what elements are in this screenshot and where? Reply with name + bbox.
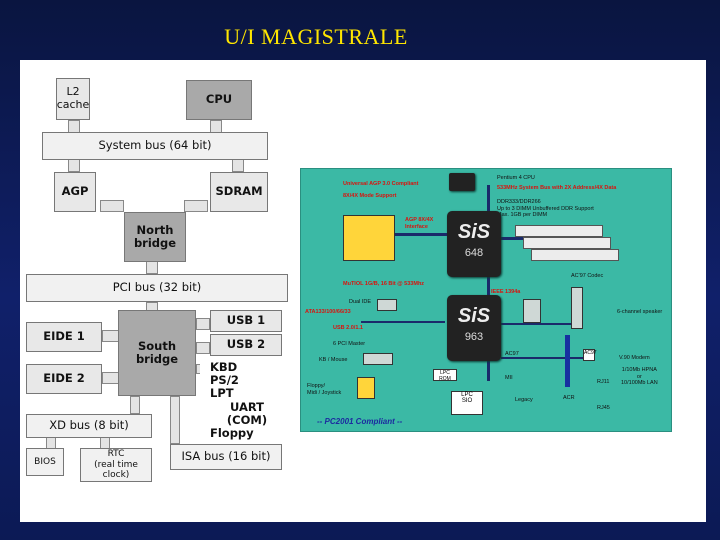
isa-bus: ISA bus (16 bit) bbox=[170, 444, 282, 470]
cpu-block: CPU bbox=[186, 80, 252, 120]
eide2-block: EIDE 2 bbox=[26, 364, 102, 394]
south-bridge-block: South bridge bbox=[118, 310, 196, 396]
north-bridge-block: North bridge bbox=[124, 212, 186, 262]
legacy-io-list: KBD PS/2 LPT UART (COM) Floppy bbox=[200, 358, 284, 440]
sdram-block: SDRAM bbox=[210, 172, 268, 212]
pci-bus: PCI bus (32 bit) bbox=[26, 274, 288, 302]
dimm-1 bbox=[515, 225, 603, 237]
system-bus: System bus (64 bit) bbox=[42, 132, 268, 160]
legacy-floppy: Floppy bbox=[210, 426, 254, 441]
fsb-text: 533MHz System Bus with 2X Address/4X Dat… bbox=[497, 185, 617, 191]
acr-riser bbox=[565, 335, 570, 387]
ata-text: ATA133/100/66/33 bbox=[305, 309, 351, 315]
north-chip-number: 648 bbox=[464, 247, 484, 259]
xd-bus: XD bus (8 bit) bbox=[26, 414, 152, 438]
rj11-text: RJ11 bbox=[597, 379, 610, 385]
acr-chip-text: AC97 bbox=[583, 349, 597, 361]
usb1-block: USB 1 bbox=[210, 310, 282, 332]
floppy-text: Floppy/ Midi / Joystick bbox=[307, 383, 342, 396]
v90-text: V.90 Modem bbox=[619, 355, 650, 361]
kb-mouse-text: KB / Mouse bbox=[319, 357, 348, 363]
keyboard-image bbox=[363, 353, 393, 365]
dual-ide-text: Dual IDE bbox=[349, 299, 372, 305]
sis-chipset-diagram: Universal AGP 3.0 Compliant 8X/4X Mode S… bbox=[300, 168, 672, 432]
cpu-chip-image bbox=[449, 173, 475, 191]
usb2-block: USB 2 bbox=[210, 334, 282, 356]
legacy-uart: UART (COM) bbox=[226, 399, 268, 427]
mii-text: MII bbox=[505, 375, 513, 381]
ac97-codec-text: AC'97 Codec bbox=[571, 273, 604, 279]
agp-block: AGP bbox=[54, 172, 96, 212]
rtc-block: RTC (real time clock) bbox=[80, 448, 152, 482]
rj45-text: RJ45 bbox=[597, 405, 610, 411]
pc2001-footer: -- PC2001 Compliant -- bbox=[317, 417, 403, 426]
dimm-2 bbox=[523, 237, 611, 249]
io-link-line bbox=[361, 321, 445, 323]
floppy-image bbox=[357, 377, 375, 399]
south-chip-number: 963 bbox=[464, 331, 484, 343]
connector-agp-northbridge bbox=[100, 200, 124, 212]
legacy-kbd: KBD bbox=[210, 360, 238, 374]
ieee-ports-image bbox=[523, 299, 541, 323]
l2-cache-block: L2 cache bbox=[56, 78, 90, 120]
cpu-label: Pentium 4 CPU bbox=[497, 175, 535, 181]
south-chip-brand: SiS bbox=[457, 305, 491, 327]
ieee-text: IEEE 1394a bbox=[491, 289, 521, 295]
connector-southbridge-xdbus bbox=[130, 396, 140, 414]
vertical-bus-line bbox=[487, 185, 490, 381]
ide-drive-image bbox=[377, 299, 397, 311]
north-chip-brand: SiS bbox=[457, 221, 491, 243]
multiol-text: MuTIOL 1G/B, 16 Bit @ 533Mhz bbox=[343, 281, 425, 287]
legacy-text: Legacy bbox=[515, 397, 533, 403]
hpna-lan-text: 1/10Mb HPNA or 10/100Mb LAN bbox=[621, 367, 658, 387]
audio-link-line bbox=[501, 323, 571, 325]
legacy-ps2: PS/2 bbox=[210, 373, 239, 388]
pci-master-text: 6 PCI Master bbox=[333, 341, 366, 347]
usb-text: USB 2.0/1.1 bbox=[333, 325, 363, 331]
connector-sdram-northbridge bbox=[184, 200, 208, 212]
connector-usb1 bbox=[196, 318, 210, 330]
agp-link-line bbox=[385, 233, 465, 236]
six-channel-text: 6-channel speaker bbox=[617, 309, 663, 315]
legacy-lpt: LPT bbox=[210, 386, 234, 401]
ddr-text: DDR333/DDR266 Up to 3 DIMM Unbuffered DD… bbox=[497, 199, 594, 219]
lpc-sio-block: LPC SIO bbox=[451, 391, 483, 415]
agp-header-text: Universal AGP 3.0 Compliant bbox=[343, 181, 419, 187]
acr-text: ACR bbox=[563, 395, 575, 401]
bios-block: BIOS bbox=[26, 448, 64, 476]
slide-title: U/I MAGISTRALE bbox=[224, 24, 408, 49]
connector-usb2 bbox=[196, 342, 210, 354]
lpc-rom-tag: LPC ROM bbox=[433, 369, 457, 382]
agp-interface-text: AGP 8X/4X Interface bbox=[405, 217, 434, 230]
connector-southbridge-isabus bbox=[170, 396, 180, 444]
ac97-text: AC97 bbox=[505, 351, 519, 357]
lan-link-line bbox=[501, 357, 591, 359]
north-bridge-chip: SiS 648 bbox=[447, 211, 501, 277]
connector-systembus-agp bbox=[68, 158, 80, 172]
memory-link-line bbox=[501, 237, 531, 240]
eide1-block: EIDE 1 bbox=[26, 322, 102, 352]
dimm-3 bbox=[531, 249, 619, 261]
south-bridge-chip: SiS 963 bbox=[447, 295, 501, 361]
speaker-jacks-image bbox=[571, 287, 583, 329]
agp-mode-text: 8X/4X Mode Support bbox=[343, 193, 397, 199]
connector-systembus-sdram bbox=[232, 158, 244, 172]
agp-card-image bbox=[343, 215, 395, 261]
